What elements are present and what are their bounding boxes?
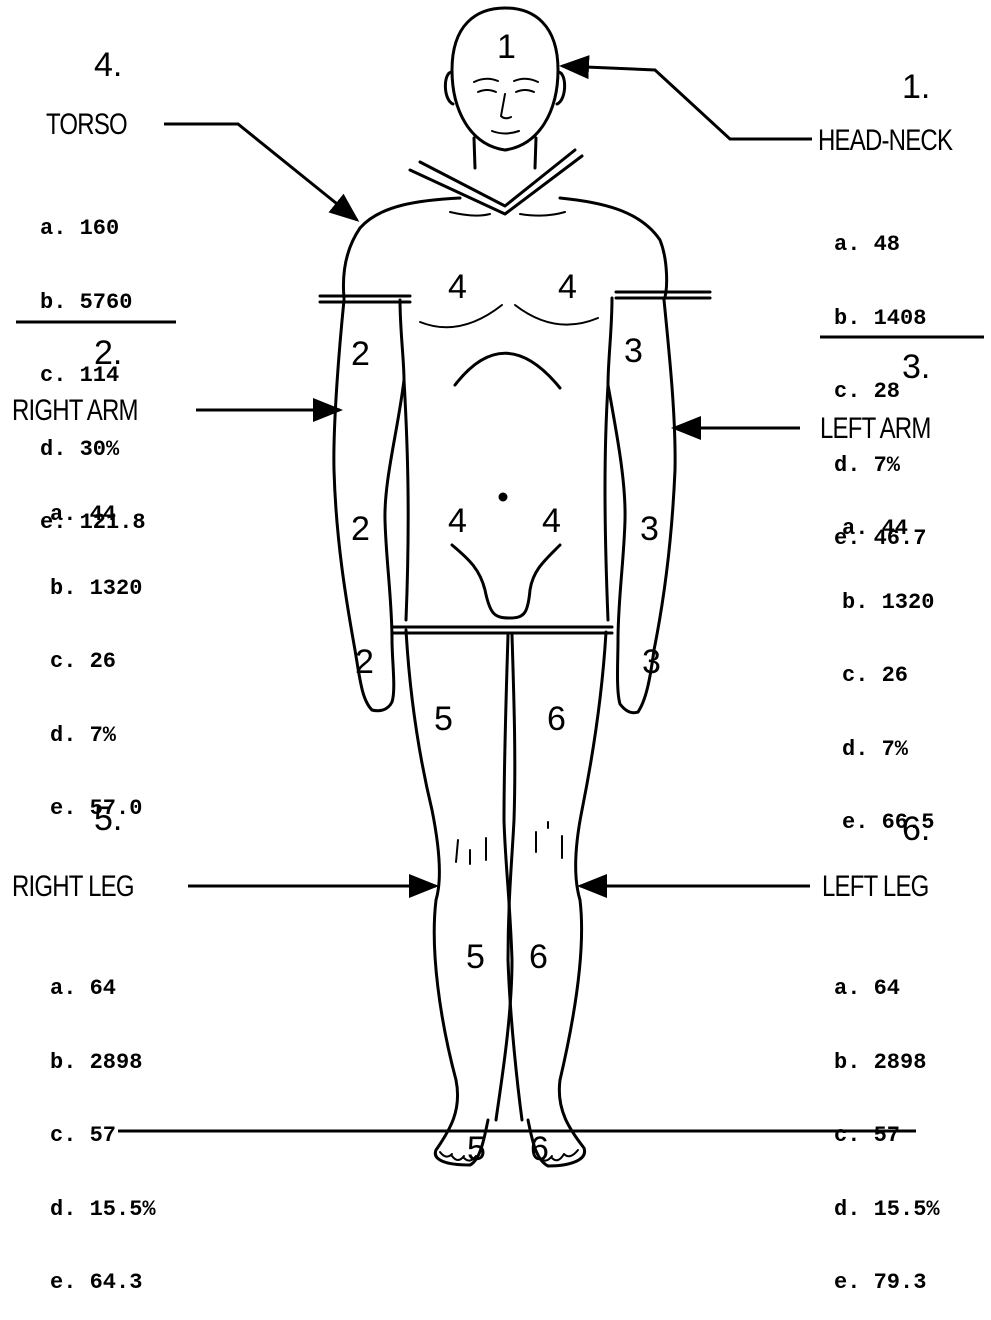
neck-cut-line <box>410 150 582 214</box>
right-leg-stat-e: e. 64.3 <box>50 1271 156 1296</box>
right-shoulder <box>343 228 360 298</box>
zone-label-left-thigh: 6 <box>547 700 566 738</box>
zone-label-right-shin: 5 <box>466 938 485 976</box>
right-leg-stats: a. 64 b. 2898 c. 57 d. 15.5% e. 64.3 <box>50 928 156 1320</box>
chest-line-left <box>515 305 598 325</box>
left-leg-stat-b: b. 2898 <box>834 1051 940 1076</box>
head-neck-title: HEAD-NECK <box>818 126 952 156</box>
zone-label-right-foot: 5 <box>467 1130 486 1168</box>
right-arm-stat-a: a. 44 <box>50 503 142 528</box>
right-knee-marks <box>456 838 486 864</box>
right-arm-stat-b: b. 1320 <box>50 577 142 602</box>
nose <box>501 94 511 118</box>
zone-label-left-hand: 3 <box>642 643 661 681</box>
left-leg-title: LEFT LEG <box>822 872 929 902</box>
right-arm-inner <box>372 300 404 711</box>
zone-label-right-upper-arm: 2 <box>351 335 370 373</box>
zone-label-left-forearm: 3 <box>640 510 659 548</box>
zone-label-left-upper-arm: 3 <box>624 332 643 370</box>
torso-stat-a: a. 160 <box>40 217 146 242</box>
leader-lines <box>164 66 812 886</box>
left-knee-marks <box>536 822 562 858</box>
zone-label-abdomen-left: 4 <box>542 502 561 540</box>
torso-title: TORSO <box>46 110 127 140</box>
chest-line-right <box>420 305 502 327</box>
right-arm-stats: a. 44 b. 1320 c. 26 d. 7% e. 57.0 <box>50 454 142 846</box>
left-leg-stat-e: e. 79.3 <box>834 1271 940 1296</box>
torso-side-right <box>404 380 408 620</box>
human-figure-outline <box>320 8 710 1166</box>
head-neck-number: 1. <box>902 70 930 104</box>
right-leg-stat-d: d. 15.5% <box>50 1198 156 1223</box>
torso-leader <box>164 124 357 220</box>
torso-number: 4. <box>94 48 122 82</box>
left-arm-stat-a: a. 44 <box>842 517 934 542</box>
torso-stat-c: c. 114 <box>40 364 146 389</box>
left-arm-stats: a. 44 b. 1320 c. 26 d. 7% e. 66.5 <box>842 468 934 860</box>
torso-outline <box>360 198 667 300</box>
zone-label-right-hand: 2 <box>355 643 374 681</box>
left-leg-stat-a: a. 64 <box>834 977 940 1002</box>
left-arm-stat-d: d. 7% <box>842 738 934 763</box>
zone-label-right-thigh: 5 <box>434 700 453 738</box>
zone-label-head: 1 <box>497 28 516 66</box>
torso-side-left <box>605 385 608 620</box>
left-leg-stats: a. 64 b. 2898 c. 57 d. 15.5% e. 79.3 <box>834 928 940 1320</box>
mouth <box>492 131 519 134</box>
right-leg-title: RIGHT LEG <box>12 872 134 902</box>
left-leg-inner <box>508 635 522 1120</box>
head-neck-stat-a: a. 48 <box>834 233 926 258</box>
left-arm-stat-b: b. 1320 <box>842 591 934 616</box>
right-arm-title: RIGHT ARM <box>12 396 138 426</box>
groin-outline <box>452 545 560 618</box>
right-arm-stat-c: c. 26 <box>50 650 142 675</box>
head-neck-leader <box>562 66 812 139</box>
zone-label-left-foot: 6 <box>530 1130 549 1168</box>
right-arm-stat-d: d. 7% <box>50 724 142 749</box>
right-arm-number: 2. <box>94 336 122 370</box>
left-arm-title: LEFT ARM <box>820 414 931 444</box>
right-eye <box>478 90 496 92</box>
left-arm-stat-c: c. 26 <box>842 664 934 689</box>
right-leg-stat-a: a. 64 <box>50 977 156 1002</box>
left-leg-stat-d: d. 15.5% <box>834 1198 940 1223</box>
navel <box>500 494 506 500</box>
right-leg-number: 5. <box>94 802 122 836</box>
ribcage-line <box>455 353 560 388</box>
head-neck-stat-b: b. 1408 <box>834 307 926 332</box>
left-leg-stat-c: c. 57 <box>834 1124 940 1149</box>
zone-label-right-forearm: 2 <box>351 510 370 548</box>
left-eye <box>516 90 534 92</box>
right-leg-stat-b: b. 2898 <box>50 1051 156 1076</box>
left-arm-number: 3. <box>902 350 930 384</box>
zone-label-chest-left: 4 <box>558 268 577 306</box>
zone-label-left-shin: 6 <box>529 938 548 976</box>
torso-stat-b: b. 5760 <box>40 291 146 316</box>
hip-cut-line <box>392 627 612 633</box>
left-eyebrow <box>514 79 538 82</box>
left-arm-cut-line <box>616 292 710 298</box>
right-leg-stat-c: c. 57 <box>50 1124 156 1149</box>
right-arm-cut-line <box>320 296 410 302</box>
right-eyebrow <box>474 79 498 82</box>
zone-labels: 1 4 4 4 4 2 2 2 3 3 3 5 5 5 6 6 6 <box>351 28 661 1168</box>
zone-label-abdomen-right: 4 <box>448 502 467 540</box>
left-leg-number: 6. <box>902 812 930 846</box>
zone-label-chest-right: 4 <box>448 268 467 306</box>
left-leg-outer <box>528 632 606 1166</box>
